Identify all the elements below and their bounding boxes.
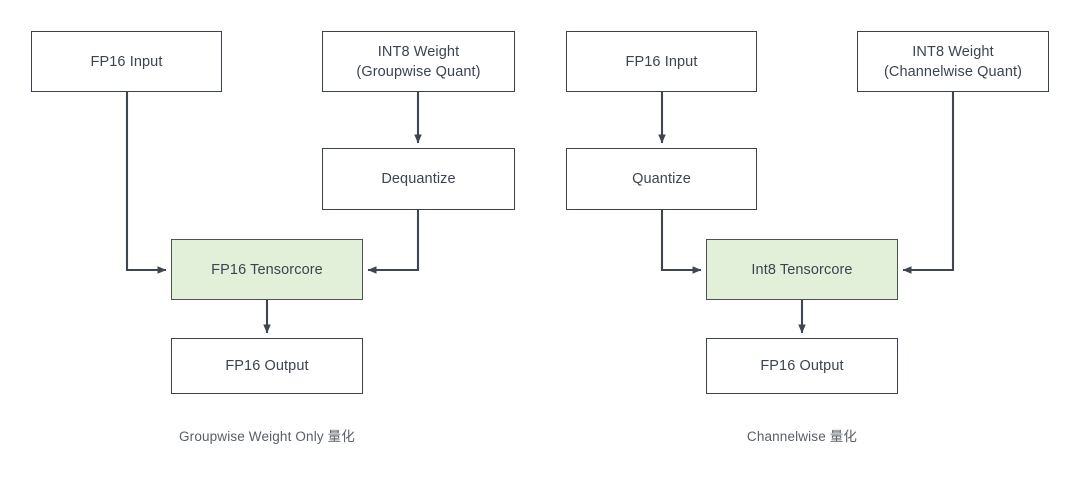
edge-left-dequantize-to-tensorcore: [367, 210, 420, 274]
edge-right-quantize-to-tensorcore: [660, 210, 702, 274]
right-node-quantize[interactable]: Quantize: [566, 148, 757, 210]
right-node-int8-tensorcore[interactable]: Int8 Tensorcore: [706, 239, 898, 300]
right-flow-caption: Channelwise 量化: [746, 429, 858, 444]
right-node-int8-weight[interactable]: INT8 Weight (Channelwise Quant): [857, 31, 1049, 92]
left-flow-caption: Groupwise Weight Only 量化: [179, 429, 355, 444]
right-node-fp16-input[interactable]: FP16 Input: [566, 31, 757, 92]
edge-right-weight-to-tensorcore: [902, 92, 955, 274]
left-node-dequantize[interactable]: Dequantize: [322, 148, 515, 210]
left-node-fp16-tensorcore[interactable]: FP16 Tensorcore: [171, 239, 363, 300]
right-node-fp16-output[interactable]: FP16 Output: [706, 338, 898, 394]
left-node-int8-weight[interactable]: INT8 Weight (Groupwise Quant): [322, 31, 515, 92]
edge-left-input-to-tensorcore: [125, 92, 167, 274]
left-node-fp16-output[interactable]: FP16 Output: [171, 338, 363, 394]
left-node-fp16-input[interactable]: FP16 Input: [31, 31, 222, 92]
